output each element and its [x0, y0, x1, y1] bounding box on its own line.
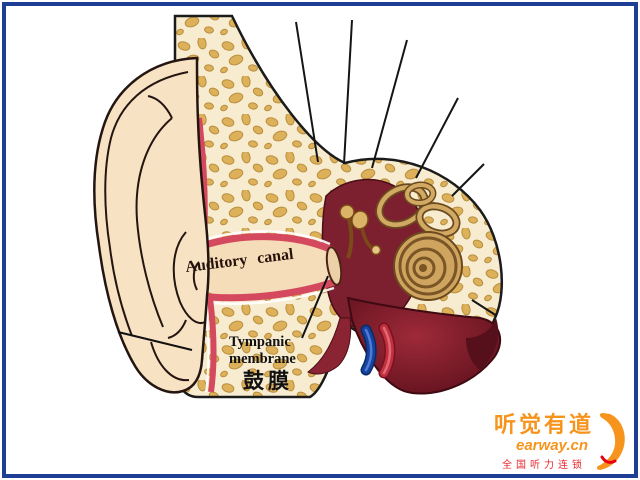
- eustachian-tube: [307, 317, 352, 375]
- cochlea: [393, 231, 463, 301]
- tympanic-membrane-label-line2: membrane: [229, 351, 296, 367]
- bone-section-lines: [295, 19, 498, 317]
- auditory-canal: [193, 117, 338, 393]
- logo-brand-cn: 听觉有道: [493, 412, 594, 438]
- tympanic-membrane: [325, 246, 343, 286]
- logo-tagline-cn: 全国听力连锁: [501, 460, 586, 471]
- pinna: [92, 56, 210, 394]
- lobe-crease-line: [117, 331, 193, 351]
- logo: 听觉有道 earway.cn 全国听力连锁: [494, 412, 626, 471]
- logo-domain: earway.cn: [516, 436, 588, 454]
- vessels: [360, 322, 396, 379]
- semicircular-canals: [375, 181, 461, 238]
- tympanic-membrane-label-cn: 鼓膜: [243, 369, 293, 393]
- tympanic-leader-line: [301, 275, 329, 339]
- logo-text: 听觉有道 earway.cn 全国听力连锁: [494, 412, 594, 471]
- ossicles: [339, 204, 382, 259]
- mastoid-tip-shade: [466, 318, 499, 370]
- logo-ear-swoosh-icon: [596, 413, 625, 470]
- tympanic-membrane-label-line1: Tympanic: [229, 334, 291, 350]
